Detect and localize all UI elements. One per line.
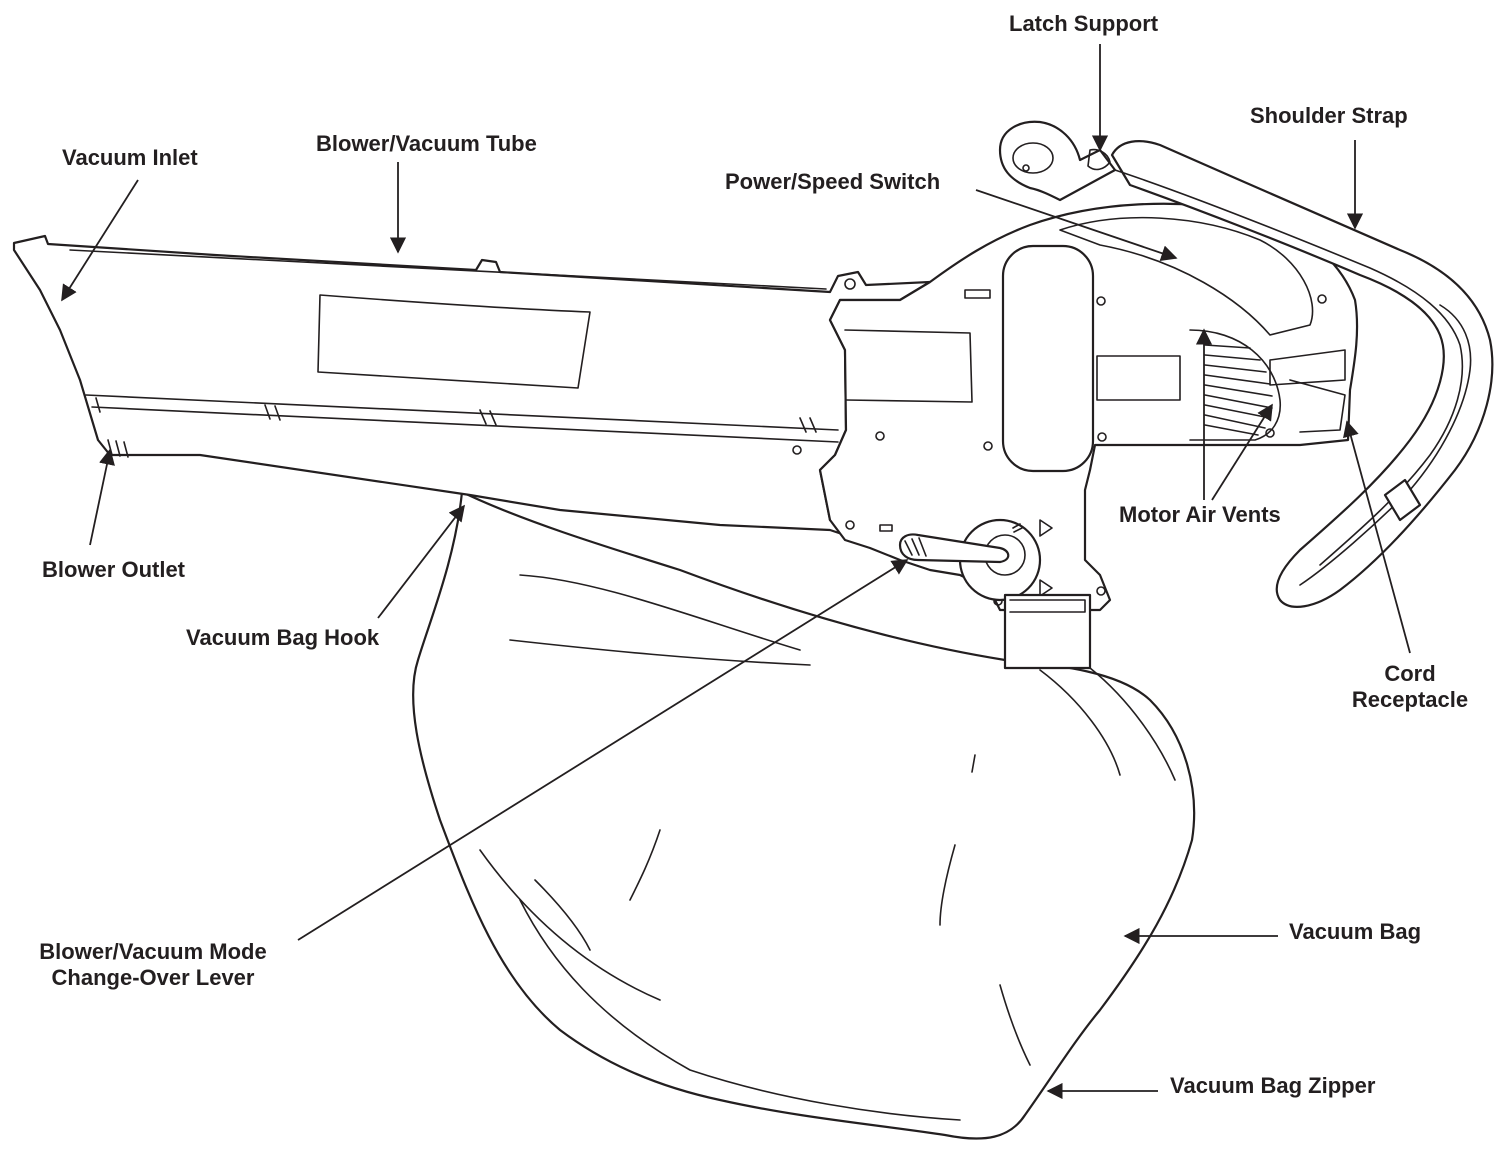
shoulder-strap-drawing (1110, 140, 1494, 608)
motor-housing-drawing (818, 202, 1359, 612)
mode-lever-drawing (898, 518, 1092, 670)
cord-receptacle-label-line1: Cord (1384, 661, 1436, 686)
mode-lever-leader (297, 559, 909, 941)
blower-outlet-leader (89, 448, 115, 546)
blower-vacuum-tube-drawing (12, 234, 932, 537)
mode-lever-label-line2: Change-Over Lever (51, 965, 255, 990)
power-speed-switch-leader (975, 189, 1178, 261)
cord-receptacle-label: Cord Receptacle (1340, 661, 1480, 713)
vacuum-bag-label: Vacuum Bag (1289, 919, 1422, 944)
latch-support-label: Latch Support (1009, 11, 1159, 36)
vacuum-inlet-label: Vacuum Inlet (62, 145, 198, 170)
blower-vacuum-tube-label: Blower/Vacuum Tube (316, 131, 537, 156)
cord-receptacle-label-line2: Receptacle (1351, 687, 1469, 712)
blower-outlet-label: Blower Outlet (42, 557, 186, 582)
vacuum-bag-zipper-label: Vacuum Bag Zipper (1170, 1073, 1376, 1098)
vacuum-bag-drawing (412, 490, 1196, 1140)
mode-lever-label: Blower/Vacuum Mode Change-Over Lever (18, 939, 288, 991)
power-speed-switch-label: Power/Speed Switch (725, 169, 941, 194)
cord-receptacle-leader (1343, 420, 1411, 654)
mode-lever-label-line1: Blower/Vacuum Mode (39, 939, 267, 964)
leader-lines (61, 44, 1411, 1100)
shoulder-strap-label: Shoulder Strap (1250, 103, 1408, 128)
latch-drawing (998, 120, 1117, 202)
vacuum-bag-hook-leader (377, 504, 465, 619)
vacuum-bag-hook-label: Vacuum Bag Hook (186, 625, 380, 650)
motor-air-vents-label: Motor Air Vents (1119, 502, 1281, 527)
vacuum-inlet-leader (61, 179, 139, 302)
motor-air-vents-leader-2 (1211, 403, 1273, 501)
